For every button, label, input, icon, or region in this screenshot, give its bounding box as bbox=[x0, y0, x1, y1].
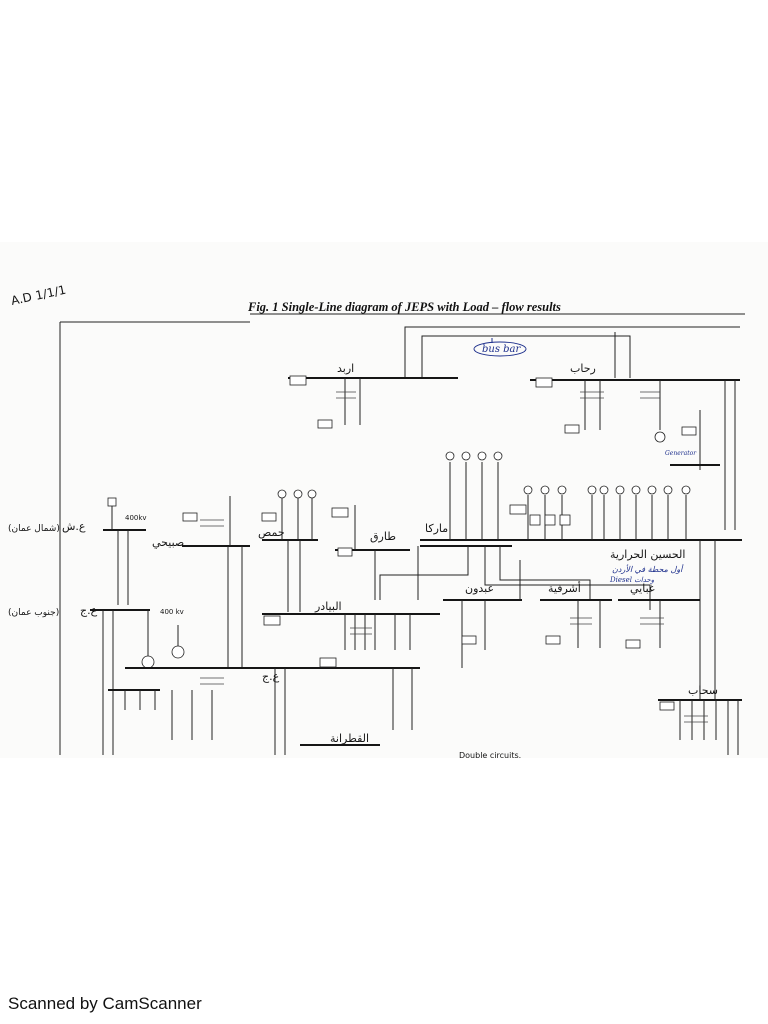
tareq-load-tag bbox=[331, 507, 349, 518]
hummus-generators bbox=[277, 489, 317, 540]
amman-south-transformers bbox=[141, 610, 185, 669]
link-marka-ghabawi bbox=[484, 546, 651, 610]
bus-bar-ring bbox=[473, 341, 527, 357]
bayader-load-tag bbox=[319, 657, 337, 668]
sahab-feeders bbox=[679, 700, 739, 755]
link-marka-bayader bbox=[379, 546, 469, 600]
station-amman-east: ع.ش bbox=[62, 520, 86, 533]
station-irbid: اربد bbox=[337, 362, 354, 375]
station-qatraneh: القطرانة bbox=[330, 732, 369, 745]
rehab-generator-symbol bbox=[654, 431, 666, 443]
station-amman-south-2: ع.ج bbox=[262, 670, 280, 683]
link-marka-ashrafieh bbox=[499, 546, 591, 600]
ashrafieh-load-tag bbox=[545, 635, 561, 645]
corner-note: A.D 1/1/1 bbox=[10, 283, 68, 308]
north-label: (شمال عمان) bbox=[8, 524, 60, 534]
bus-tag-rehab bbox=[535, 377, 553, 388]
first-station-note: أول محطة في الأردن bbox=[612, 564, 684, 574]
bus-tag-irbid bbox=[289, 375, 307, 386]
rehab-load-tag bbox=[564, 424, 580, 434]
rehab-load-tag-2 bbox=[681, 426, 697, 436]
station-amman-south: ع.ج bbox=[80, 604, 98, 617]
link-irbid-top bbox=[404, 326, 740, 378]
sabihi-load-tag bbox=[182, 512, 198, 522]
station-tareq: طارق bbox=[370, 530, 396, 543]
irbid-load-tag bbox=[317, 419, 333, 429]
station-hussein: الحسين الحرارية bbox=[610, 548, 685, 561]
station-bayader: البيادر bbox=[314, 600, 342, 613]
south-label: (جنوب عمان) bbox=[8, 608, 59, 618]
south-low-feeders bbox=[124, 690, 213, 740]
ghabawi-load-tag bbox=[625, 639, 641, 649]
station-sabihi: صبيحي bbox=[152, 536, 184, 549]
hussein-transformers bbox=[509, 504, 571, 526]
bus-tag-sahab bbox=[659, 701, 675, 711]
flow-value-ticks bbox=[200, 391, 708, 723]
station-hummus: حمص bbox=[258, 526, 285, 539]
diesel-note: Diesel وحدات bbox=[609, 576, 655, 584]
scanner-footer: Scanned by CamScanner bbox=[8, 994, 202, 1013]
bus-tag-bayader bbox=[263, 615, 281, 626]
kv-400-label-b: 400 kv bbox=[160, 608, 184, 616]
station-rehab: رحاب bbox=[570, 362, 596, 375]
bus-bar-note: bus bar bbox=[482, 344, 522, 355]
hummus-load-tag bbox=[261, 512, 277, 522]
station-ashrafieh: أشرفية bbox=[548, 581, 581, 595]
double-circuits-note: Double circuits. bbox=[459, 751, 521, 760]
scanned-page bbox=[0, 242, 768, 758]
link-irbid-rehab bbox=[421, 335, 631, 378]
station-sahab: سحاب bbox=[688, 684, 718, 697]
kv-400-label: 400kv bbox=[125, 514, 147, 522]
amman-east-tag bbox=[107, 497, 117, 507]
bayader-feeders bbox=[344, 614, 411, 650]
station-marka: ماركا bbox=[425, 522, 448, 535]
bus-tag-tareq bbox=[337, 547, 353, 557]
station-abdoun: عبدون bbox=[465, 582, 494, 595]
abdoun-load-tag bbox=[461, 635, 477, 645]
figure-title: Fig. 1 Single-Line diagram of JEPS with … bbox=[247, 300, 561, 314]
hussein-generators bbox=[445, 451, 691, 540]
generator-note: Generator bbox=[665, 450, 697, 457]
station-ghabawi: غبايي bbox=[630, 582, 655, 595]
